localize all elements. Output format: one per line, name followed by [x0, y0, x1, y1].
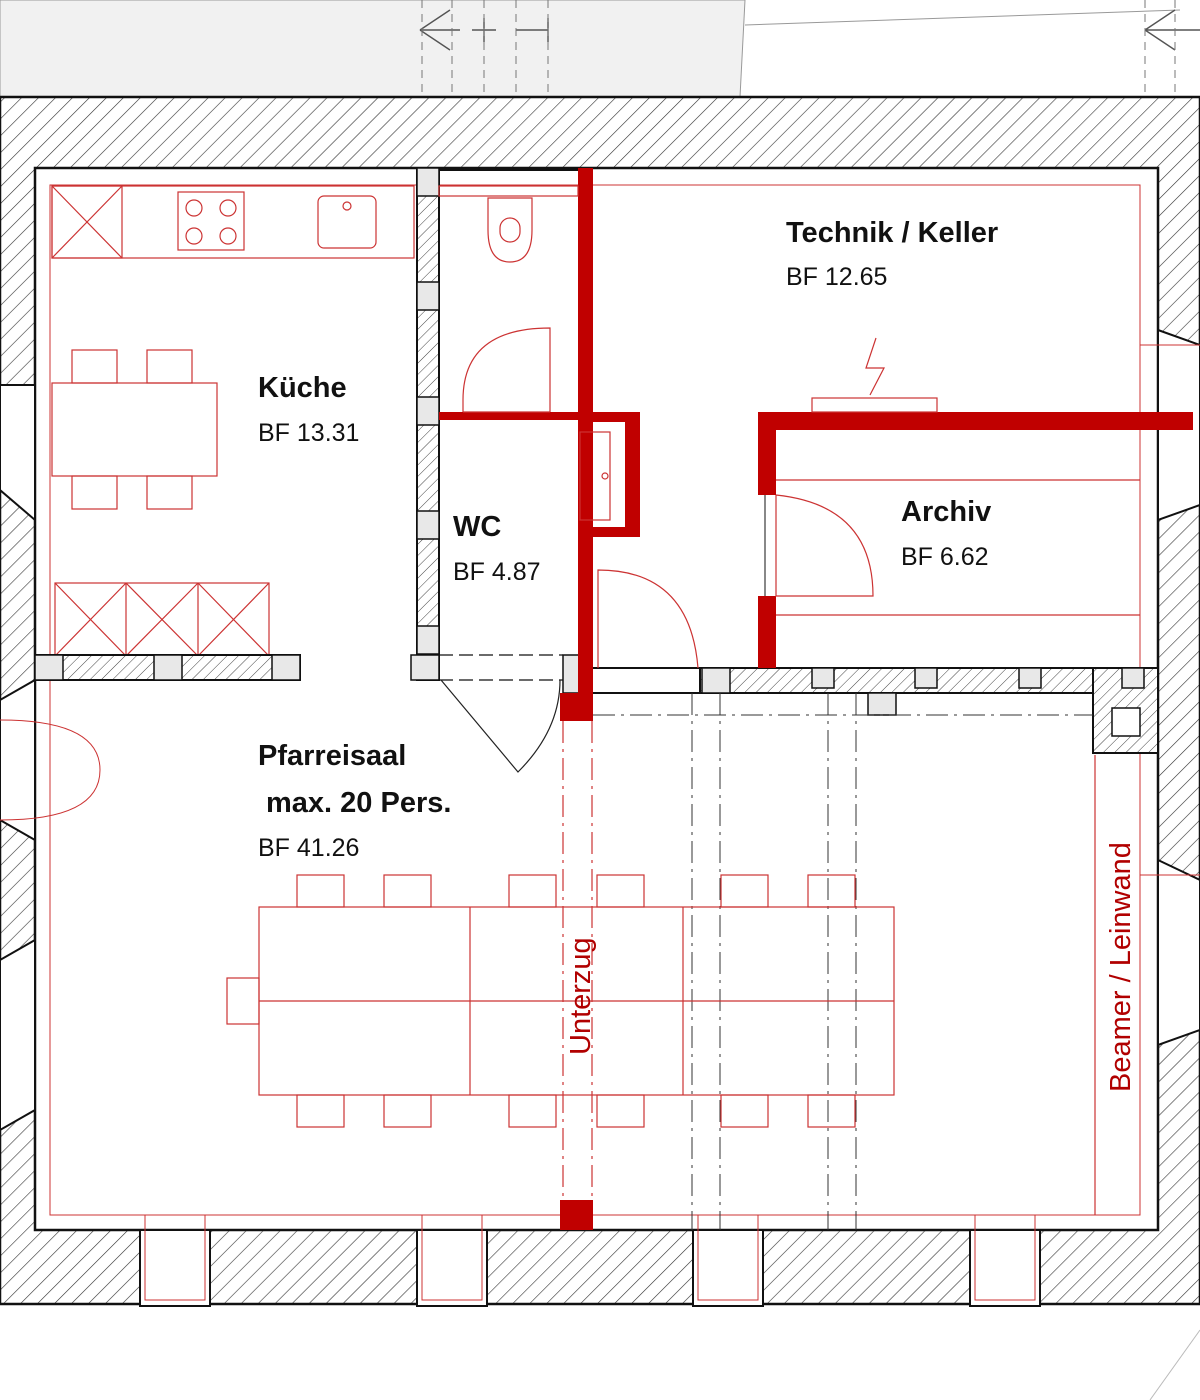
- kitchen-area: BF 13.31: [258, 419, 359, 447]
- room-label-kitchen: Küche BF 13.31: [258, 372, 359, 447]
- beam-lines: [562, 721, 593, 1200]
- beam-label: Unterzug: [565, 937, 597, 1055]
- ceiling-beams: [593, 693, 1093, 1230]
- wc-area: BF 4.87: [453, 558, 541, 586]
- hall-name: Pfarreisaal: [258, 740, 406, 772]
- hall-capacity: max. 20 Pers.: [266, 787, 451, 819]
- tech-area: BF 12.65: [786, 263, 887, 291]
- kitchen-table: [51, 349, 218, 510]
- interior-partitions: [34, 167, 1159, 754]
- kitchen-counter: [51, 185, 415, 259]
- interior-outline: [49, 184, 1141, 1216]
- room-label-wc: WC BF 4.87: [453, 511, 541, 586]
- room-label-hall: Pfarreisaal max. 20 Pers. BF 41.26: [258, 740, 451, 862]
- archive-area: BF 6.62: [901, 543, 989, 571]
- new-walls: [439, 168, 1193, 1230]
- exterior-walls: [0, 95, 1200, 1307]
- hall-chairs: [296, 874, 856, 1128]
- wc-walls: [439, 169, 700, 694]
- room-label-archive: Archiv BF 6.62: [901, 496, 991, 571]
- doors: [597, 337, 1140, 669]
- hall-area: BF 41.26: [258, 834, 359, 862]
- kitchen-cabinets: [54, 582, 270, 657]
- tech-name: Technik / Keller: [786, 217, 998, 249]
- kitchen-name: Küche: [258, 372, 347, 404]
- screen-label: Beamer / Leinwand: [1105, 842, 1137, 1092]
- hall-door: [440, 679, 561, 773]
- wc-fixtures: [438, 185, 611, 521]
- hall-tables: [226, 906, 895, 1096]
- archive-name: Archiv: [901, 496, 991, 528]
- wc-name: WC: [453, 511, 501, 543]
- room-label-tech: Technik / Keller BF 12.65: [786, 217, 998, 291]
